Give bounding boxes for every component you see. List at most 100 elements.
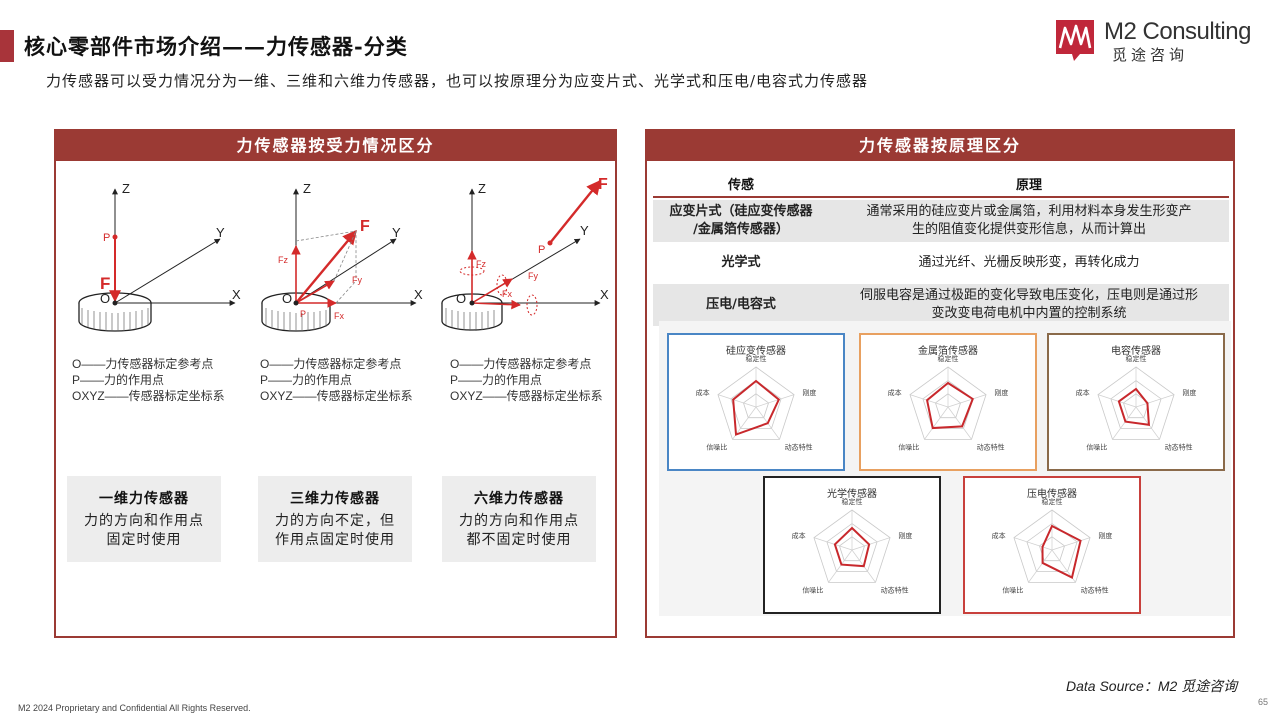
radar-series xyxy=(833,526,871,568)
radar-axis-label: 刚度 xyxy=(994,388,1008,397)
radar-title: 硅应变传感器 xyxy=(726,346,786,357)
sensor-type-text: /金属箔传感器） xyxy=(693,222,789,237)
table-header-principle: 原理 xyxy=(829,171,1229,198)
sensor-type-cell: 光学式 xyxy=(653,245,829,281)
radar-axis-label: 信噪比 xyxy=(1002,585,1023,594)
radar-chart: 硅应变传感器稳定性刚度动态特性信噪比成本 xyxy=(667,333,845,471)
radar-spoke xyxy=(909,394,949,408)
principle-cell: 通过光纤、光栅反映形变，再转化成力 xyxy=(829,245,1229,281)
z-axis-label: Z xyxy=(122,181,130,196)
radar-axis-label: 稳定性 xyxy=(1126,354,1147,363)
card-one-axis: 一维力传感器 力的方向和作用点 固定时使用 xyxy=(67,476,221,562)
radar-axis-label: 稳定性 xyxy=(1042,497,1063,506)
legend-coordinate: OXYZ——传感器标定坐标系 xyxy=(72,389,225,403)
radar-title: 光学传感器 xyxy=(827,489,877,500)
radar-grid xyxy=(742,393,770,419)
sensor-type-text: 应变片式（硅应变传感器 xyxy=(669,204,813,219)
radar-axis-label: 成本 xyxy=(888,388,902,397)
logo-name: M2 Consulting xyxy=(1104,18,1251,45)
radar-axis-label: 信噪比 xyxy=(898,442,919,451)
principle-panel-header: 力传感器按原理区分 xyxy=(647,131,1233,161)
force-fz-label: Fz xyxy=(278,255,288,265)
card-three-axis: 三维力传感器 力的方向不定，但 作用点固定时使用 xyxy=(258,476,412,562)
sensor-type-text: 光学式 xyxy=(721,255,761,270)
principle-text: 生的阻值变化提供变形信息，从而计算出 xyxy=(911,222,1146,237)
radar-chart: 电容传感器稳定性刚度动态特性信噪比成本 xyxy=(1047,333,1225,471)
table-row: 压电/电容式 伺服电容是通过极距的变化导致电压变化，压电则是通过形 变改变电荷电… xyxy=(653,284,1229,326)
radar-axis-label: 刚度 xyxy=(1182,388,1196,397)
radar-grid xyxy=(1110,380,1162,429)
z-axis-label: Z xyxy=(303,181,311,196)
table-row: 应变片式（硅应变传感器 /金属箔传感器） 通常采用的硅应变片或金属箔，利用材料本… xyxy=(653,200,1229,242)
radar-grid xyxy=(909,366,987,440)
radar-axis-label: 成本 xyxy=(992,531,1006,540)
radar-title: 压电传感器 xyxy=(1027,489,1077,500)
force-panel-header: 力传感器按受力情况区分 xyxy=(56,131,615,161)
sensor-type-cell: 压电/电容式 xyxy=(653,284,829,326)
principle-classification-panel: 力传感器按原理区分 传感 原理 应变片式（硅应变传感器 /金属箔传感器） 通常采… xyxy=(645,129,1235,638)
radar-grid xyxy=(1097,366,1175,440)
radar-series xyxy=(732,379,781,436)
radar-axis-label: 信噪比 xyxy=(1086,442,1107,451)
radar-spoke xyxy=(813,537,853,551)
sensor-type-cell: 应变片式（硅应变传感器 /金属箔传感器） xyxy=(653,200,829,242)
radar-axis-label: 刚度 xyxy=(1098,531,1112,540)
y-axis-label: Y xyxy=(216,225,225,240)
radar-title: 金属箔传感器 xyxy=(918,346,978,357)
principle-text: 通过光纤、光栅反映形变，再转化成力 xyxy=(918,255,1140,270)
radar-spoke xyxy=(828,549,853,583)
table-header-row: 传感 原理 xyxy=(653,171,1229,198)
radar-axis-label: 信噪比 xyxy=(802,585,823,594)
sensor-type-text: 压电/电容式 xyxy=(706,297,776,312)
data-source: Data Source：M2 觅途咨询 xyxy=(1066,678,1238,694)
card-title: 一维力传感器 xyxy=(99,491,189,507)
x-axis-label: X xyxy=(232,287,241,302)
radar-axis-label: 成本 xyxy=(1076,388,1090,397)
copyright-footer: M2 2024 Proprietary and Confidential All… xyxy=(18,703,251,713)
card-desc-line: 力的方向和作用点 xyxy=(84,513,204,529)
three-axis-diagram-figure: Z Y X O P F Fz Fy Fx xyxy=(261,181,423,332)
radar-axis-label: 稳定性 xyxy=(842,497,863,506)
card-desc-line: 力的方向不定，但 xyxy=(275,513,395,529)
radar-spoke xyxy=(1135,406,1160,440)
radar-spoke xyxy=(1097,394,1137,408)
force-fz-label: Fz xyxy=(476,259,486,269)
radar-grid xyxy=(1038,536,1066,562)
radar-axis-label: 动态特性 xyxy=(1165,442,1193,451)
legend-origin: O——力传感器标定参考点 xyxy=(260,357,402,371)
radar-charts-area: 硅应变传感器稳定性刚度动态特性信噪比成本金属箔传感器稳定性刚度动态特性信噪比成本… xyxy=(659,321,1231,616)
force-fy-label: Fy xyxy=(352,275,362,285)
radar-spoke xyxy=(755,394,795,408)
radar-grid xyxy=(1013,509,1091,583)
six-axis-diagram-figure: Z Y X O P F Fz Fy Fx xyxy=(441,176,609,331)
legend-point: P——力的作用点 xyxy=(260,373,353,387)
radar-axis-label: 刚度 xyxy=(898,531,912,540)
radar-axis-label: 成本 xyxy=(696,388,710,397)
radar-spoke xyxy=(1013,537,1053,551)
x-axis-label: X xyxy=(600,287,609,302)
table-row: 光学式 通过光纤、光栅反映形变，再转化成力 xyxy=(653,245,1229,281)
legend-origin: O——力传感器标定参考点 xyxy=(450,357,592,371)
card-six-axis: 六维力传感器 力的方向和作用点 都不固定时使用 xyxy=(442,476,596,562)
page-subtitle: 力传感器可以受力情况分为一维、三维和六维力传感器，也可以按原理分为应变片式、光学… xyxy=(46,72,869,90)
page-title: 核心零部件市场介绍——力传感器-分类 xyxy=(24,34,408,59)
radar-series xyxy=(1041,524,1082,579)
force-f-label: F xyxy=(100,274,110,293)
page-number: 65 xyxy=(1258,697,1269,707)
radar-axis-label: 刚度 xyxy=(802,388,816,397)
six-axis-diagram: Z Y X O P F Fz Fy Fx xyxy=(440,171,630,471)
table-header-type: 传感 xyxy=(653,171,829,198)
radar-spoke xyxy=(1135,394,1175,408)
radar-spoke xyxy=(717,394,757,408)
radar-series xyxy=(1117,387,1151,426)
radar-chart: 压电传感器稳定性刚度动态特性信噪比成本 xyxy=(963,476,1141,614)
x-axis-label: X xyxy=(414,287,423,302)
principle-text: 通常采用的硅应变片或金属箔，利用材料本身发生形变产 xyxy=(866,204,1192,219)
point-p-label: P xyxy=(300,309,306,319)
radar-series xyxy=(925,381,974,430)
radar-axis-label: 成本 xyxy=(792,531,806,540)
